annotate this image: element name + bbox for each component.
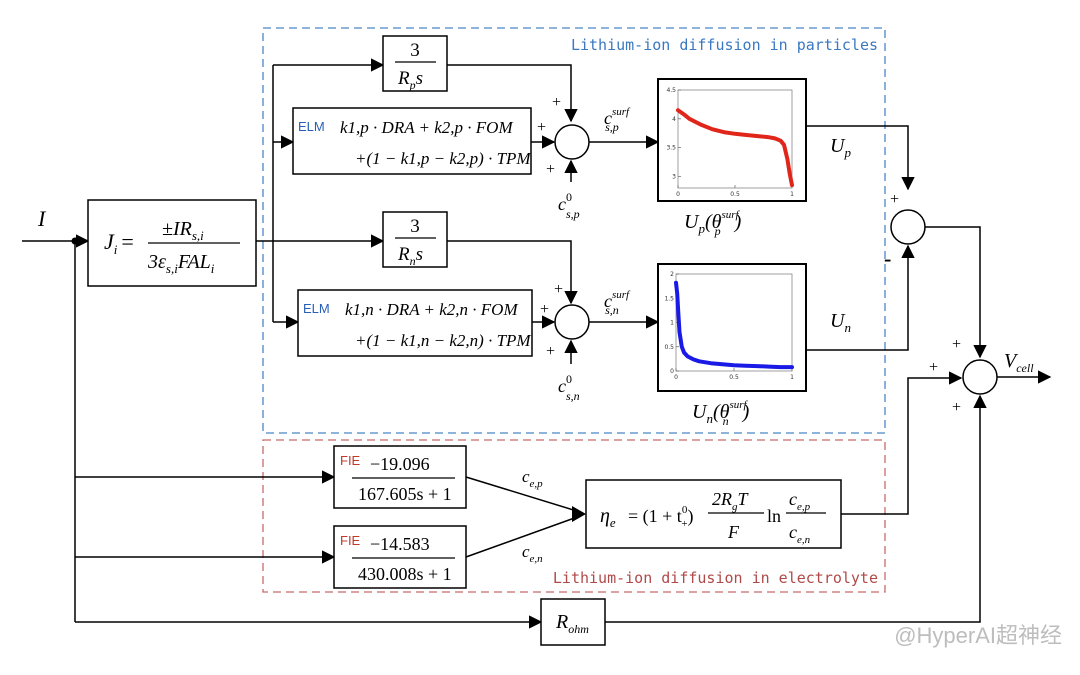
svg-text:2RgT: 2RgT xyxy=(712,489,750,513)
ocv-n-y-tick-label: 1 xyxy=(670,320,674,327)
fie-negative-block: FIE −14.583 430.008s + 1 xyxy=(333,525,467,589)
ocv-p-curve xyxy=(676,108,794,188)
fie-positive-block: FIE −19.096 167.605s + 1 xyxy=(333,445,467,509)
svg-text:+(1 − k1,p − k2,p) · TPM: +(1 − k1,p − k2,p) · TPM xyxy=(355,149,531,168)
svg-text:ηe: ηe xyxy=(600,505,616,530)
svg-text:±IRs,i: ±IRs,i xyxy=(162,218,204,243)
ohmic-resistance-block: Rohm xyxy=(540,598,606,646)
svg-text:k1,p · DRA + k2,p · FOM: k1,p · DRA + k2,p · FOM xyxy=(340,118,513,137)
svg-text:ce,p: ce,p xyxy=(789,489,811,513)
svg-text:167.605s + 1: 167.605s + 1 xyxy=(358,484,452,504)
current-density-block: Ji= ±IRs,i 3εs,iFALi xyxy=(87,199,257,287)
integrator-n-output-wire xyxy=(447,240,578,305)
ocv-n-y-tick-label: 1.5 xyxy=(664,295,674,302)
ocv-n-x-tick-label: 0 xyxy=(674,374,678,381)
svg-text:k1,n · DRA + k2,n · FOM: k1,n · DRA + k2,n · FOM xyxy=(345,300,518,319)
svg-text:F: F xyxy=(727,522,740,542)
particles-region-title: Lithium-ion diffusion in particles xyxy=(571,36,878,54)
elm-n-block: ELM k1,n · DRA + k2,n · FOM +(1 − k1,n −… xyxy=(297,289,533,357)
up-output-wire xyxy=(806,125,915,191)
ocv-p-x-tick-label: 0 xyxy=(676,191,680,198)
ocv-p-y-tick-label: 4 xyxy=(672,116,676,123)
svg-text:3: 3 xyxy=(410,216,420,237)
output-sum-plus-bottom: + xyxy=(952,399,961,416)
elm-p-block: ELM k1,p · DRA + k2,p · FOM +(1 − k1,p −… xyxy=(292,107,532,175)
un-label: Un xyxy=(830,310,851,335)
elm-n-tag: ELM xyxy=(303,301,330,316)
svg-text:3εs,iFALi: 3εs,iFALi xyxy=(147,251,215,276)
ocv-n-curve xyxy=(674,280,794,370)
fie-positive-tag: FIE xyxy=(340,453,361,468)
ocv-p-y-tick-label: 4.5 xyxy=(666,87,676,94)
output-sum-plus-top: + xyxy=(952,336,961,353)
svg-text:ln: ln xyxy=(767,506,781,526)
ocv-p-x-tick-label: 1 xyxy=(790,191,794,198)
cep-wire xyxy=(465,476,581,513)
difference-plus: + xyxy=(890,191,899,208)
fie-negative-tag: FIE xyxy=(340,533,361,548)
ocv-n-y-tick-label: 2 xyxy=(670,271,674,278)
un-output-wire xyxy=(806,244,915,351)
sum-n-plus-left: + xyxy=(540,301,549,318)
sum-n-plus-top: + xyxy=(554,281,563,298)
electrolyte-region-title: Lithium-ion diffusion in electrolyte xyxy=(553,569,878,587)
ocv-n-y-tick-label: 0 xyxy=(670,368,674,375)
cen-label: ce,n xyxy=(522,542,543,565)
svg-text:Rns: Rns xyxy=(397,244,423,268)
output-sum-plus-left: + xyxy=(929,359,938,376)
svg-text:Rps: Rps xyxy=(397,68,423,92)
electrolyte-region-frame xyxy=(262,439,886,593)
ocv-n-y-tick-label: 0.5 xyxy=(664,344,674,351)
sum-p-plus-top: + xyxy=(552,94,561,111)
integrator-p-output-wire xyxy=(447,64,578,123)
svg-text:430.008s + 1: 430.008s + 1 xyxy=(358,564,452,584)
ocv-n-x-tick-label: 0.5 xyxy=(729,374,739,381)
input-current-label: I xyxy=(37,206,47,231)
svg-text:ce,n: ce,n xyxy=(789,522,811,546)
svg-text:−19.096: −19.096 xyxy=(370,454,430,474)
difference-junction xyxy=(890,209,926,245)
watermark: @HyperAI超神经 xyxy=(894,623,1062,648)
cep-label: ce,p xyxy=(522,467,543,490)
cen-wire xyxy=(465,515,581,558)
svg-text:Ji=: Ji= xyxy=(104,229,134,257)
overpotential-block: ηe = (1 + t0+) 2RgT F ln ce,p ce,n xyxy=(585,479,842,549)
svg-text:−14.583: −14.583 xyxy=(370,534,430,554)
overpotential-output-wire xyxy=(841,371,963,515)
ocv-positive-chart: 0 0.5 1 3 3.5 4 4.5 xyxy=(657,78,807,202)
particles-region-frame xyxy=(262,27,886,434)
svg-text:3: 3 xyxy=(410,40,420,61)
sum-junction-p xyxy=(554,124,590,160)
merge-arrow xyxy=(572,506,586,522)
ocv-p-y-tick-label: 3 xyxy=(672,173,676,180)
ocv-p-y-tick-label: 3.5 xyxy=(666,145,676,152)
sum-n-plus-bottom: + xyxy=(546,343,555,360)
sum-junction-n xyxy=(554,304,590,340)
sum-p-plus-left: + xyxy=(537,119,546,136)
svg-text:+(1 − k1,n − k2,n) · TPM: +(1 − k1,n − k2,n) · TPM xyxy=(355,331,531,350)
svg-text:Rohm: Rohm xyxy=(555,611,589,636)
integrator-p-block: 3 Rps xyxy=(382,35,448,92)
sum-p-plus-bottom: + xyxy=(546,161,555,178)
svg-text:= (1 + t0+): = (1 + t0+) xyxy=(628,504,694,530)
ocv-n-x-tick-label: 1 xyxy=(790,374,794,381)
ocv-negative-chart: 0 0.5 1 0 0.5 1 1.5 2 xyxy=(657,263,807,392)
output-sum-junction xyxy=(962,359,998,395)
ohmic-output-wire xyxy=(605,394,987,623)
difference-minus: - xyxy=(884,246,891,271)
elm-p-tag: ELM xyxy=(298,119,325,134)
ocv-p-x-tick-label: 0.5 xyxy=(730,191,740,198)
up-label: Up xyxy=(830,135,851,160)
integrator-n-block: 3 Rns xyxy=(382,211,448,268)
vcell-label: Vcell xyxy=(1004,350,1034,375)
difference-output-wire xyxy=(925,226,987,359)
